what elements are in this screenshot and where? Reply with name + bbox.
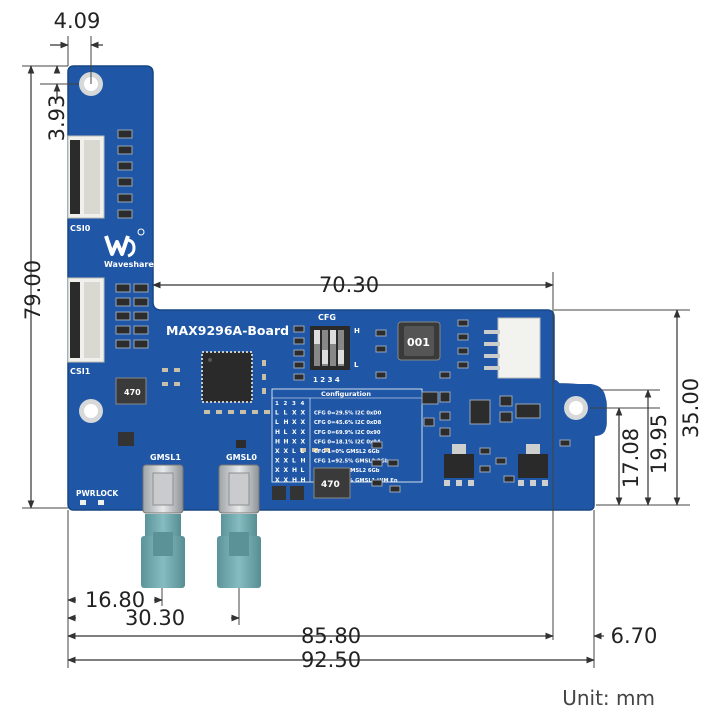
small-caps [162,360,330,452]
config-switch-cell: X [275,448,280,455]
dim-width-85: 85.80 [301,624,361,648]
resistor-arrays [115,129,149,349]
config-switch-cell: H [284,419,289,426]
config-switch-cell: H [275,438,280,445]
config-switch-cell: H [284,438,289,445]
csi1-connector [67,277,105,363]
pcb-board: CSI0 CSI1 Waveshare MAX9296A- [67,65,607,511]
config-table-title: Configuration [321,390,371,398]
config-switch-cell: X [284,467,289,474]
dim-total-height: 79.00 [21,260,45,320]
pwr-label: PWR [76,489,96,498]
gmsl1-connector [141,464,185,588]
config-switch-cell: X [284,448,289,455]
config-switch-cell: H [275,429,280,436]
config-switch-cell: X [292,410,297,417]
cfg-numbers: 1 2 3 4 [313,376,340,384]
dim-top-offset: 4.09 [54,9,101,33]
config-desc-cell: CFG 0=45.6% I2C 0xD8 [314,420,382,426]
inductor-label: 001 [407,336,430,349]
config-switch-cell: H [301,458,306,465]
inductor-left-label: 470 [124,388,141,397]
dim-right-height: 35.00 [679,378,703,438]
brand-label: Waveshare [104,260,154,269]
sw-h-label: H [354,327,360,335]
inductor-bottom [313,467,351,499]
config-switch-cell: H [301,477,306,484]
button-b [290,486,304,500]
regulator-left [444,444,474,486]
config-switch-cell: X [301,438,306,445]
config-header-cell: 2 [284,401,288,407]
config-switch-cell: X [292,438,297,445]
dim-right-mid: 19.95 [647,414,671,474]
config-desc-cell: CFG 1=0% GMSL2 6Gb [314,449,380,455]
dim-gmsl1-x: 16.80 [85,588,145,612]
config-switch-cell: X [301,419,306,426]
sw-l-label: L [354,361,359,369]
inductor-left [115,377,147,405]
config-header-cell: 3 [292,401,296,407]
config-header-cell: 1 [275,401,279,407]
config-switch-cell: L [301,467,305,474]
dim-hole-offset-v: 3.93 [45,95,69,142]
cfg-resistors [293,325,305,381]
config-switch-cell: X [275,467,280,474]
power-connector [484,317,541,379]
power-inductor [397,321,441,361]
config-switch-cell: L [275,419,279,426]
csi1-label: CSI1 [70,367,91,376]
waveshare-logo [104,228,145,258]
config-switch-cell: H [292,467,297,474]
button-a [272,486,286,500]
config-desc-cell: CFG 0=18.1% I2C 0x94 [314,439,381,445]
dim-upper-width: 70.30 [319,273,379,297]
config-switch-cell: H [292,477,297,484]
config-switch-cell: X [284,477,289,484]
config-desc-cell: CFG 1=92.5% GMSL2 3Gb [314,459,389,465]
gmsl1-label: GMSL1 [150,453,181,462]
dim-total-width: 92.50 [301,648,361,672]
regulator-right [518,444,548,486]
gmsl0-cap [236,440,246,448]
dim-gmsl0-x: 30.30 [125,606,185,630]
cfg-dip-switch [310,326,350,370]
config-switch-cell: L [292,458,296,465]
misc-components [371,319,571,493]
config-desc-cell: CFG 0=69.9% I2C 0x90 [314,430,381,436]
csi0-connector [67,135,105,219]
config-header-cell: 4 [301,401,305,407]
cfg-label: CFG [318,313,336,322]
dim-ear: 6.70 [611,624,658,648]
config-desc-cell: CFG 0=29.5% I2C 0xD0 [314,411,382,417]
config-switch-cell: L [284,429,288,436]
dim-right-low: 17.08 [619,428,643,488]
config-switch-cell: X [284,458,289,465]
config-switch-cell: L [275,410,279,417]
config-switch-cell: X [275,477,280,484]
csi0-label: CSI0 [70,224,91,233]
config-switch-cell: L [292,448,296,455]
unit-label: Unit: mm [562,686,655,710]
dimension-values: 4.09 3.93 79.00 70.30 35.00 19.95 17.08 … [21,9,703,672]
config-desc-cell: CFG 1=19.9% GMSL1 HIM En [314,478,398,484]
gmsl0-label: GMSL0 [226,453,257,462]
lock-label: LOCK [96,489,119,498]
inductor-bottom-label: 470 [321,480,340,490]
dimension-lines [22,36,690,668]
config-switch-cell: X [301,429,306,436]
board-title: MAX9296A-Board [166,323,289,338]
config-switch-cell: L [284,410,288,417]
config-switch-cell: X [275,458,280,465]
gmsl0-connector [217,464,261,588]
config-switch-cell: X [301,410,306,417]
config-switch-cell: X [292,429,297,436]
status-leds [80,500,104,505]
config-switch-cell: L [301,448,305,455]
config-switch-cell: X [292,419,297,426]
main-ic [201,351,253,403]
left-part [118,432,134,446]
